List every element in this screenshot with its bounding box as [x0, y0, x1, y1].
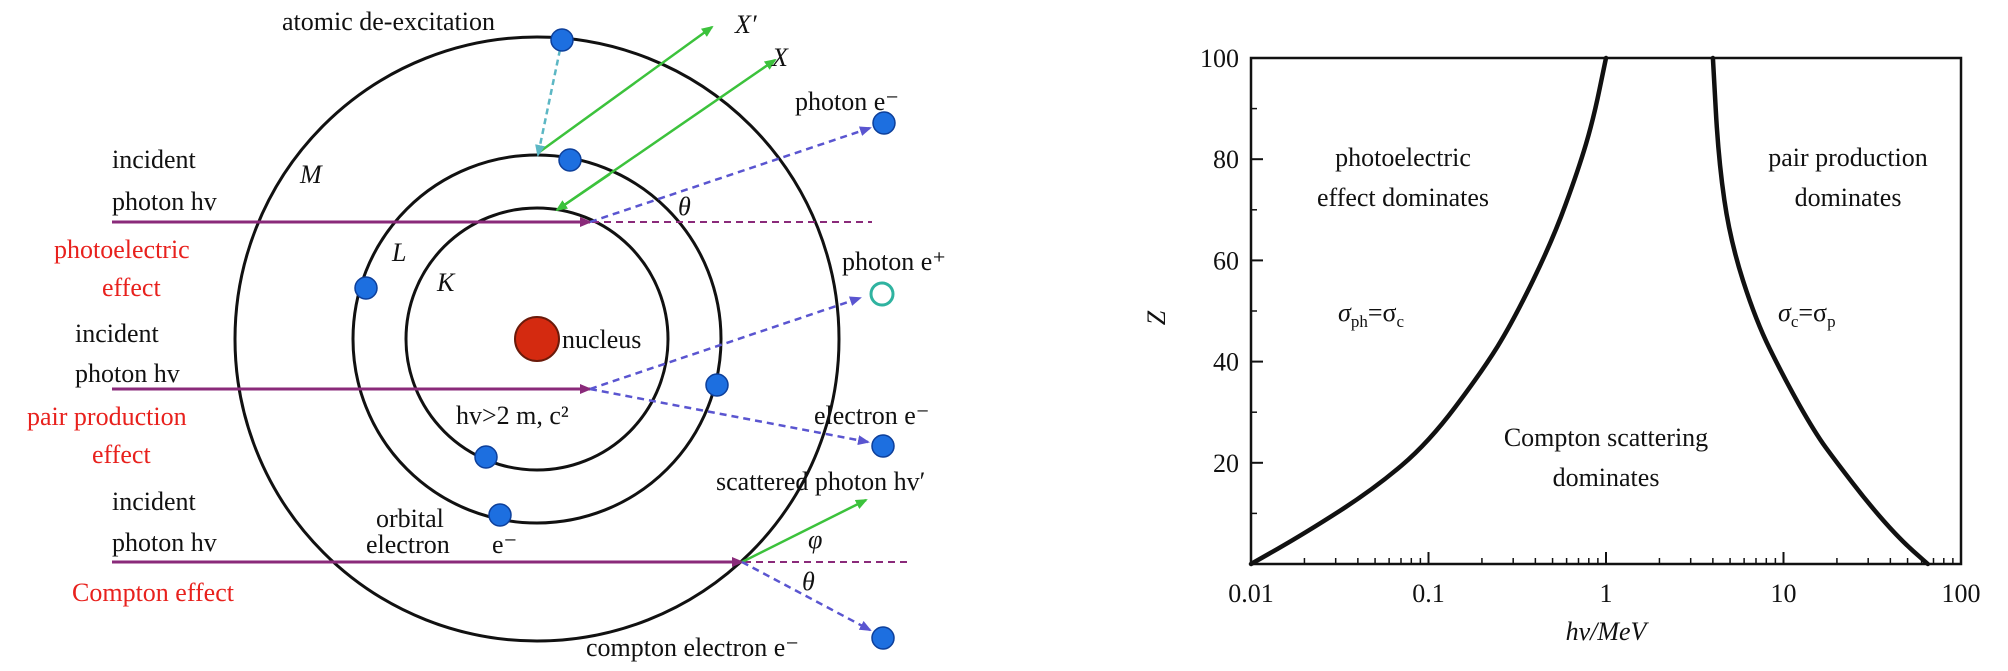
electron-photon-out [872, 111, 896, 135]
electron-deexcitation [550, 28, 574, 52]
curves [1248, 55, 1931, 567]
x-tick-label: 10 [1771, 579, 1797, 608]
region-compton-1: Compton scattering [1504, 423, 1708, 452]
label-scattered-photon: scattered photon hv′ [716, 467, 925, 496]
x-arrow-back [555, 172, 611, 212]
label-x: X [771, 43, 789, 72]
electron-orbital [488, 503, 512, 527]
photoelectron-track [589, 126, 872, 224]
label-shell-k: K [436, 268, 456, 297]
chart: 0.01 0.1 1 10 100 20 40 60 80 100 Z hv/MeV photo… [1142, 44, 1981, 646]
label-compton-electron: compton electron e⁻ [586, 633, 799, 662]
x-axis-label: hv/MeV [1566, 617, 1650, 646]
region-compton-2: dominates [1553, 463, 1660, 492]
electron-l-top [558, 148, 582, 172]
scattered-photon-arrow [741, 498, 868, 564]
compton-electron-track [741, 560, 872, 632]
curve-photoelectric-compton [1248, 55, 1609, 567]
label-incident-1a: incident [112, 145, 197, 174]
label-photon-e-minus: photon e⁻ [795, 87, 899, 116]
label-phi: φ [808, 525, 822, 554]
curve-label-right: σc=σp [1778, 298, 1836, 331]
label-incident-1b: photon hv [112, 187, 217, 216]
label-effect-1a: photoelectric [54, 235, 190, 264]
y-tick-label: 40 [1213, 348, 1239, 377]
y-ticks: 20 40 60 80 100 [1200, 44, 1263, 515]
label-shell-l: L [391, 238, 406, 267]
x-tick-label: 1 [1600, 579, 1613, 608]
y-tick-label: 100 [1200, 44, 1239, 73]
label-theta-2: θ [802, 567, 815, 596]
label-electron: electron [366, 530, 450, 559]
x-ticks: 0.01 0.1 1 10 100 [1228, 552, 1981, 608]
label-incident-3b: photon hv [112, 528, 217, 557]
x-tick-label: 100 [1942, 579, 1981, 608]
label-effect-2b: effect [92, 440, 151, 469]
x-prime-arrow [537, 25, 714, 155]
x-tick-label: 0.01 [1228, 579, 1274, 608]
label-incident-2b: photon hv [75, 359, 180, 388]
electron-l-left [354, 276, 378, 300]
label-orbital-e: e⁻ [492, 530, 517, 559]
y-tick-label: 20 [1213, 449, 1239, 478]
label-effect-1b: effect [102, 273, 161, 302]
label-orbital: orbital [376, 504, 444, 533]
shell-m [233, 35, 841, 643]
label-theta-1: θ [678, 192, 691, 221]
label-electron-e-minus: electron e⁻ [814, 401, 930, 430]
curve-label-left: σph=σc [1338, 298, 1405, 331]
label-effect-2a: pair production [27, 402, 187, 431]
label-incident-3a: incident [112, 487, 197, 516]
atom-diagram: atomic de-excitation X′ X photon e⁻ M θ … [27, 7, 946, 662]
electron-pair-out [871, 434, 895, 458]
region-photoelectric-1: photoelectric [1335, 143, 1471, 172]
label-threshold: hv>2 m, c² [456, 401, 569, 430]
label-x-prime: X′ [734, 10, 757, 39]
x-tick-label: 0.1 [1412, 579, 1445, 608]
electron-l-right [705, 373, 729, 397]
label-effect-3: Compton effect [72, 578, 235, 607]
electron-compton-out [871, 626, 895, 650]
y-axis-label: Z [1142, 310, 1171, 325]
shell-k [404, 206, 670, 472]
y-tick-label: 60 [1213, 246, 1239, 275]
y-tick-label: 80 [1213, 145, 1239, 174]
electron-l-bottom [474, 445, 498, 469]
label-photon-e-plus: photon e⁺ [842, 247, 946, 276]
curve-compton-pair [1710, 55, 1931, 567]
label-shell-m: M [299, 160, 323, 189]
region-photoelectric-2: effect dominates [1317, 183, 1489, 212]
nucleus [514, 316, 560, 362]
region-pair-2: dominates [1795, 183, 1902, 212]
label-incident-2a: incident [75, 319, 160, 348]
label-nucleus: nucleus [562, 325, 641, 354]
region-pair-1: pair production [1768, 143, 1928, 172]
positron-out [869, 281, 895, 307]
label-atomic-de-excitation: atomic de-excitation [282, 7, 495, 36]
